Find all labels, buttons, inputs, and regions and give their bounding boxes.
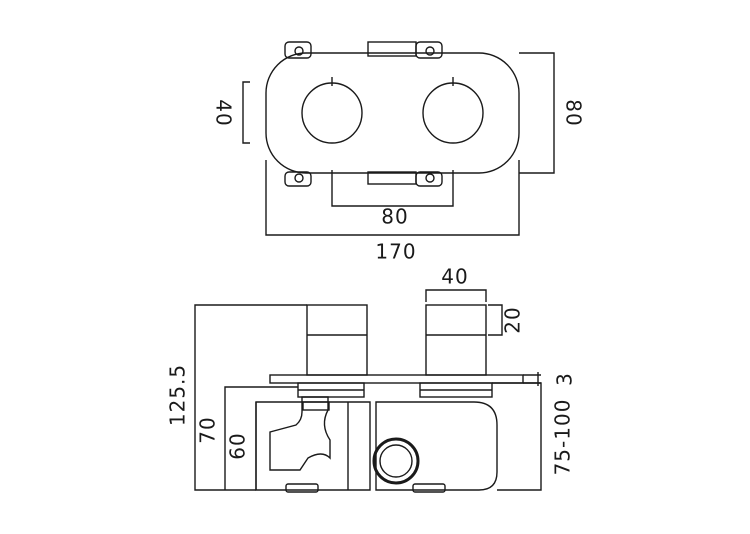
dim-knob-spacing: 80 [331,170,454,229]
svg-text:75-100: 75-100 [551,399,575,476]
dim-knob-width: 40 [425,265,487,302]
foot-left [285,483,319,493]
dim-overall-depth: 125.5 [166,304,307,491]
left-handle [306,304,368,376]
outlet-port [372,437,420,485]
svg-text:20: 20 [501,306,525,333]
valve-body [255,401,371,491]
svg-text:80: 80 [562,99,586,126]
left-knob [301,82,363,144]
dim-body-depth-60: 60 [226,402,257,490]
svg-text:40: 40 [212,99,236,126]
side-faceplate [269,374,524,384]
bracket-top-right [415,41,443,59]
dim-plate-width: 170 [265,160,520,264]
svg-text:70: 70 [196,416,220,443]
svg-text:170: 170 [375,240,416,264]
right-handle [425,304,487,376]
valve-body-right [375,401,498,491]
svg-text:40: 40 [441,265,468,289]
foot-right [412,483,446,493]
right-knob [422,82,484,144]
faceplate-outline [265,52,520,174]
dim-knob-diameter: 40 [212,81,250,144]
dim-knob-depth: 20 [488,304,525,336]
cartridge-stem [269,396,331,471]
side-view: 40 20 125.5 70 60 3 [166,265,577,493]
top-view: 40 80 80 170 [212,41,586,264]
bracket-top-center [367,41,417,57]
bracket-bottom-center [367,171,417,185]
dim-body-depth-70: 70 [196,386,298,490]
dim-install-range: 75-100 [492,382,575,491]
bracket-bottom-right [415,171,443,187]
svg-text:80: 80 [381,205,408,229]
svg-text:3: 3 [553,372,577,386]
bracket-top-left [284,41,312,59]
svg-text:60: 60 [226,432,250,459]
dim-plate-height: 80 [519,52,586,174]
svg-text:125.5: 125.5 [166,364,190,426]
dim-plate-thickness: 3 [523,372,577,386]
